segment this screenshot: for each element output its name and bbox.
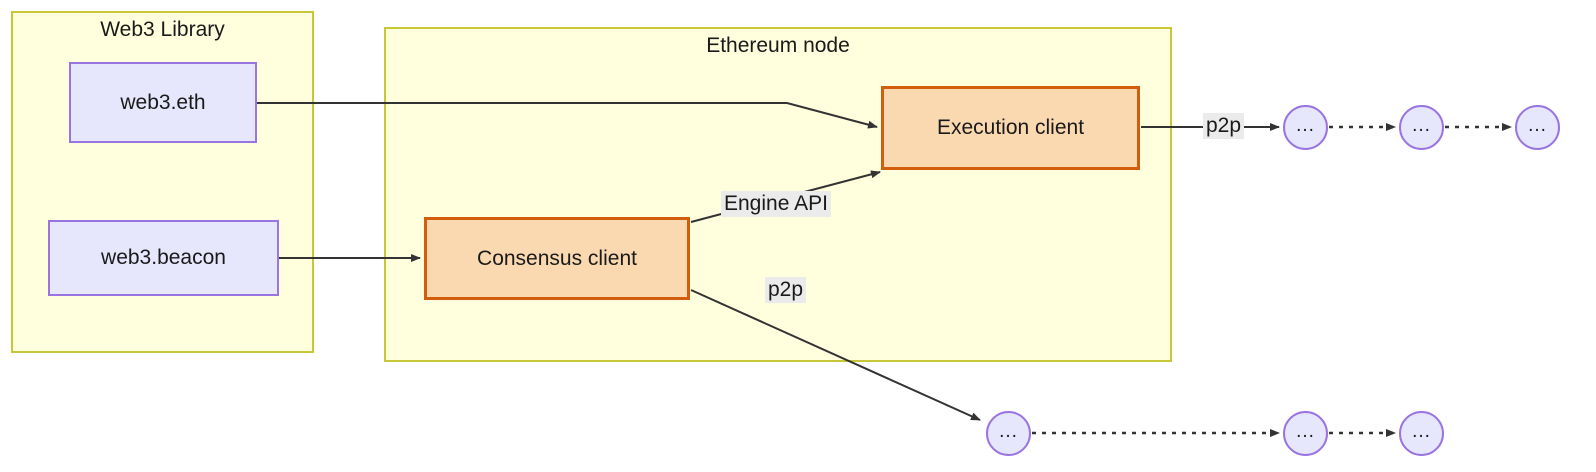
edge-web3eth-to-execution: [257, 102, 878, 129]
peer-node-bottom-2[interactable]: ...: [1283, 411, 1328, 456]
edge-label-engine-api: Engine API: [721, 191, 831, 218]
edge-label-p2p-consensus: p2p: [765, 277, 807, 304]
edge-label-p2p-execution: p2p: [1203, 113, 1245, 140]
edge-consensus-to-peer-bottom-1: [690, 289, 981, 421]
node-consensus-client[interactable]: Consensus client: [424, 217, 690, 300]
container-web3-library-title: Web3 Library: [100, 18, 225, 41]
peer-node-bottom-1[interactable]: ...: [986, 411, 1031, 456]
node-execution-client[interactable]: Execution client: [881, 86, 1140, 170]
node-web3-eth[interactable]: web3.eth: [69, 62, 257, 143]
peer-node-top-3[interactable]: ...: [1515, 105, 1560, 150]
container-ethereum-node-title: Ethereum node: [706, 34, 850, 57]
peer-node-bottom-3[interactable]: ...: [1399, 411, 1444, 456]
node-web3-beacon[interactable]: web3.beacon: [48, 220, 279, 296]
peer-node-top-1[interactable]: ...: [1283, 105, 1328, 150]
peer-node-top-2[interactable]: ...: [1399, 105, 1444, 150]
